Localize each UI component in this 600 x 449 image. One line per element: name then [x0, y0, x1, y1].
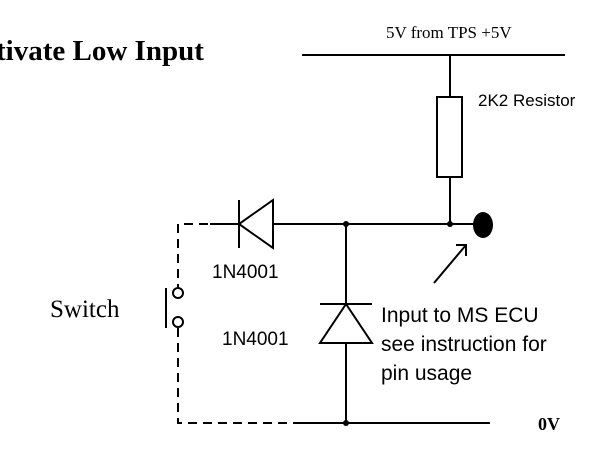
- input-note-line-3: pin usage: [381, 362, 472, 385]
- shunt-diode-symbol: [318, 302, 374, 344]
- input-note-line-1: Input to MS ECU: [381, 304, 539, 327]
- switch-wire-bottom: [177, 328, 300, 424]
- ground-label: 0V: [538, 414, 560, 434]
- resistor-label: 2K2 Resistor: [478, 91, 576, 110]
- shunt-diode-label: 1N4001: [222, 329, 289, 350]
- resistor-symbol: [436, 96, 463, 178]
- annotation-arrow-line: [433, 244, 467, 284]
- switch-contact-bottom: [172, 316, 184, 328]
- junction-dot-resistor: [447, 221, 453, 227]
- switch-label: Switch: [50, 296, 120, 323]
- supply-label: 5V from TPS +5V: [386, 23, 512, 42]
- switch-wire-top: [177, 223, 208, 287]
- annotation-arrow-head: [456, 244, 467, 256]
- input-note-line-2: see instruction for: [381, 333, 547, 356]
- switch-contact-top: [172, 287, 184, 299]
- series-diode-symbol: [237, 198, 274, 250]
- diagram-title: tivate Low Input: [0, 35, 204, 67]
- ecu-input-terminal: [473, 212, 493, 238]
- series-diode-label: 1N4001: [212, 262, 279, 283]
